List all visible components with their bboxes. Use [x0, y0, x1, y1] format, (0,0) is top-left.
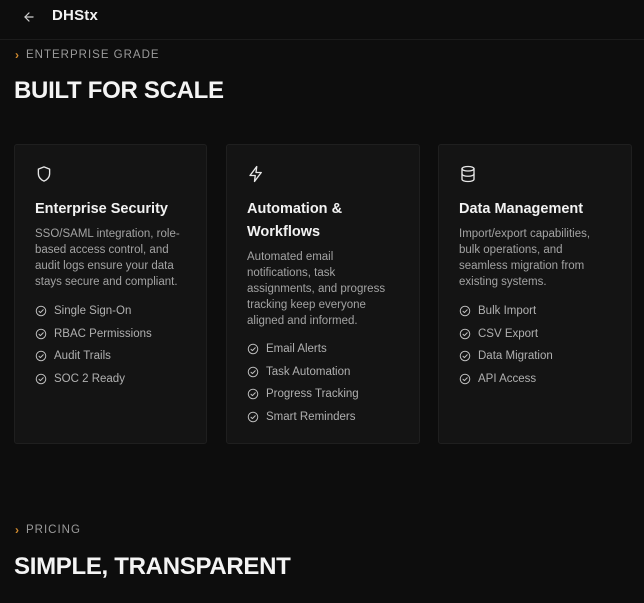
section-heading-features: BUILT FOR SCALE [14, 77, 224, 104]
feature-list-item: RBAC Permissions [35, 323, 152, 346]
chevron-right-icon: › [15, 523, 20, 537]
check-circle-icon [459, 306, 471, 317]
feature-list-item: Data Migration [459, 345, 553, 368]
check-circle-icon [35, 373, 47, 384]
feature-card-automation: Automation & Workflows Automated email n… [226, 144, 420, 444]
chevron-right-icon: › [15, 48, 20, 62]
feature-card-description: SSO/SAML integration, role-based access … [35, 228, 180, 288]
section-eyebrow-enterprise: › ENTERPRISE GRADE [15, 48, 160, 62]
arrow-left-icon [24, 12, 34, 22]
feature-card-description: Import/export capabilities, bulk operati… [459, 228, 591, 288]
feature-list: Bulk Import CSV Export Data Migration AP… [459, 300, 553, 390]
feature-card-title: Data Management [459, 201, 584, 217]
feature-list-item: Smart Reminders [247, 406, 359, 429]
eyebrow-label: ENTERPRISE GRADE [26, 49, 160, 61]
database-icon [461, 165, 475, 183]
shield-icon [37, 166, 51, 182]
back-button[interactable] [20, 8, 38, 26]
check-circle-icon [247, 344, 259, 355]
feature-list-item: Progress Tracking [247, 383, 359, 406]
check-circle-icon [459, 351, 471, 362]
feature-card-title: Enterprise Security [35, 201, 168, 217]
check-circle-icon [35, 328, 47, 339]
feature-list-item: API Access [459, 368, 553, 391]
check-circle-icon [35, 351, 47, 362]
check-circle-icon [459, 373, 471, 384]
section-heading-pricing: SIMPLE, TRANSPARENT [14, 553, 291, 580]
lightning-icon [249, 165, 262, 183]
feature-card-security: Enterprise Security SSO/SAML integration… [14, 144, 207, 444]
check-circle-icon [247, 366, 259, 377]
brand-logo-text[interactable]: DHStx [52, 7, 99, 24]
feature-list: Single Sign-On RBAC Permissions Audit Tr… [35, 300, 152, 390]
feature-card-data: Data Management Import/export capabiliti… [438, 144, 632, 444]
check-circle-icon [247, 411, 259, 422]
check-circle-icon [459, 328, 471, 339]
feature-card-title: Automation & Workflows [247, 201, 343, 240]
feature-card-description: Automated email notifications, task assi… [247, 251, 386, 327]
top-bar: DHStx [0, 0, 644, 40]
feature-list-item: Task Automation [247, 361, 359, 384]
feature-list-item: Audit Trails [35, 345, 152, 368]
check-circle-icon [247, 389, 259, 400]
feature-list-item: Single Sign-On [35, 300, 152, 323]
eyebrow-label: PRICING [26, 524, 81, 536]
feature-list-item: SOC 2 Ready [35, 368, 152, 391]
check-circle-icon [35, 306, 47, 317]
section-eyebrow-pricing: › PRICING [15, 523, 81, 537]
feature-list-item: Email Alerts [247, 338, 359, 361]
feature-list-item: CSV Export [459, 323, 553, 346]
feature-list-item: Bulk Import [459, 300, 553, 323]
feature-list: Email Alerts Task Automation Progress Tr… [247, 338, 359, 428]
